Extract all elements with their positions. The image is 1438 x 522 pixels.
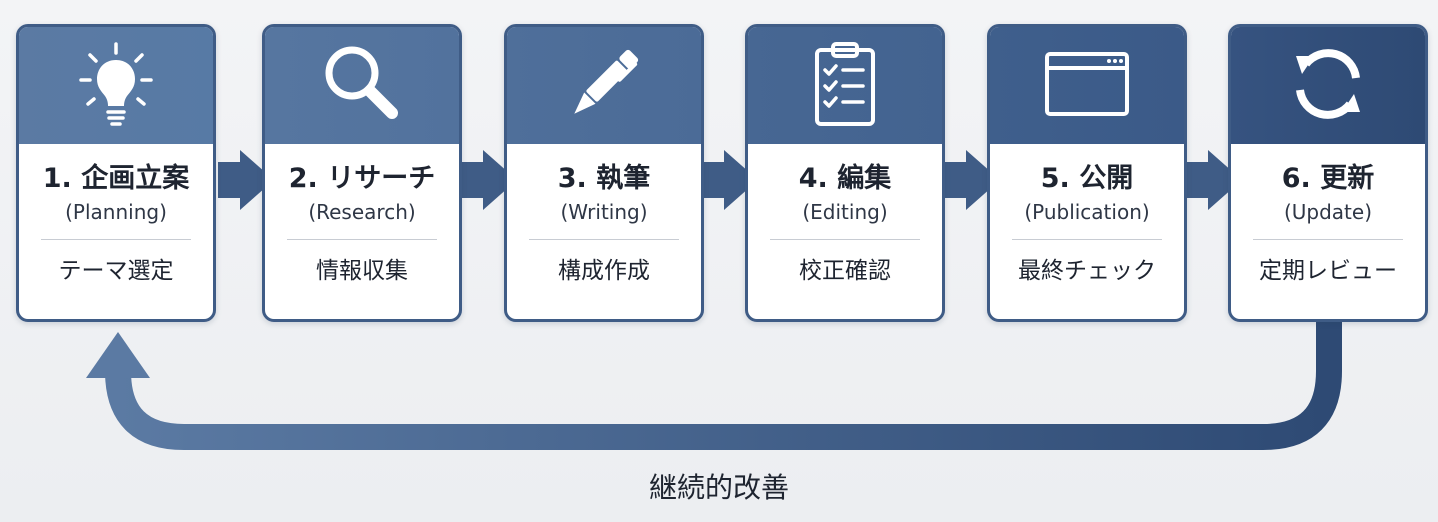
step-card-publication: 5. 公開 (Publication) 最終チェック xyxy=(987,24,1187,322)
step-subtitle: (Update) xyxy=(1283,200,1373,224)
step-subtitle: (Planning) xyxy=(65,200,167,224)
card-divider xyxy=(1012,239,1162,240)
card-divider xyxy=(1253,239,1403,240)
step-card-update: 6. 更新 (Update) 定期レビュー xyxy=(1228,24,1428,322)
step-task: 最終チェック xyxy=(1018,258,1156,284)
card-header xyxy=(1231,27,1425,144)
step-arrow-2-3 xyxy=(461,150,517,210)
step-title: 3. 執筆 xyxy=(557,163,651,194)
loop-back-arrow-body xyxy=(105,322,1342,450)
step-arrow-3-4 xyxy=(702,150,758,210)
card-header xyxy=(19,27,213,144)
step-subtitle: (Writing) xyxy=(560,200,648,224)
browser-window-icon xyxy=(1039,36,1135,136)
step-title: 4. 編集 xyxy=(798,163,892,194)
step-card-planning: 1. 企画立案 (Planning) テーマ選定 xyxy=(16,24,216,322)
step-card-editing: 4. 編集 (Editing) 校正確認 xyxy=(745,24,945,322)
step-title: 2. リサーチ xyxy=(288,163,436,194)
step-arrow-4-5 xyxy=(944,150,1000,210)
card-divider xyxy=(41,239,191,240)
step-task: 構成作成 xyxy=(558,258,650,284)
card-divider xyxy=(770,239,920,240)
card-header xyxy=(265,27,459,144)
lightbulb-icon xyxy=(68,36,164,136)
loop-label: 継続的改善 xyxy=(648,471,789,504)
step-title: 6. 更新 xyxy=(1281,163,1375,194)
card-header xyxy=(748,27,942,144)
step-card-writing: 3. 執筆 (Writing) 構成作成 xyxy=(504,24,704,322)
step-task: 校正確認 xyxy=(799,258,891,284)
step-arrow-5-6 xyxy=(1186,150,1242,210)
clipboard-checklist-icon xyxy=(797,36,893,136)
step-card-research: 2. リサーチ (Research) 情報収集 xyxy=(262,24,462,322)
step-arrow-1-2 xyxy=(218,150,274,210)
step-subtitle: (Editing) xyxy=(802,200,888,224)
card-header xyxy=(990,27,1184,144)
step-title: 5. 公開 xyxy=(1040,163,1134,194)
step-task: 定期レビュー xyxy=(1259,258,1397,284)
step-task: テーマ選定 xyxy=(58,258,174,284)
step-subtitle: (Research) xyxy=(308,200,416,224)
magnifier-icon xyxy=(314,36,410,136)
step-task: 情報収集 xyxy=(316,258,408,284)
card-divider xyxy=(529,239,679,240)
pen-icon xyxy=(556,36,652,136)
loop-back-arrow-head xyxy=(86,332,150,378)
step-title: 1. 企画立案 xyxy=(42,163,190,194)
card-divider xyxy=(287,239,437,240)
step-subtitle: (Publication) xyxy=(1024,200,1150,224)
card-header xyxy=(507,27,701,144)
refresh-icon xyxy=(1280,36,1376,136)
